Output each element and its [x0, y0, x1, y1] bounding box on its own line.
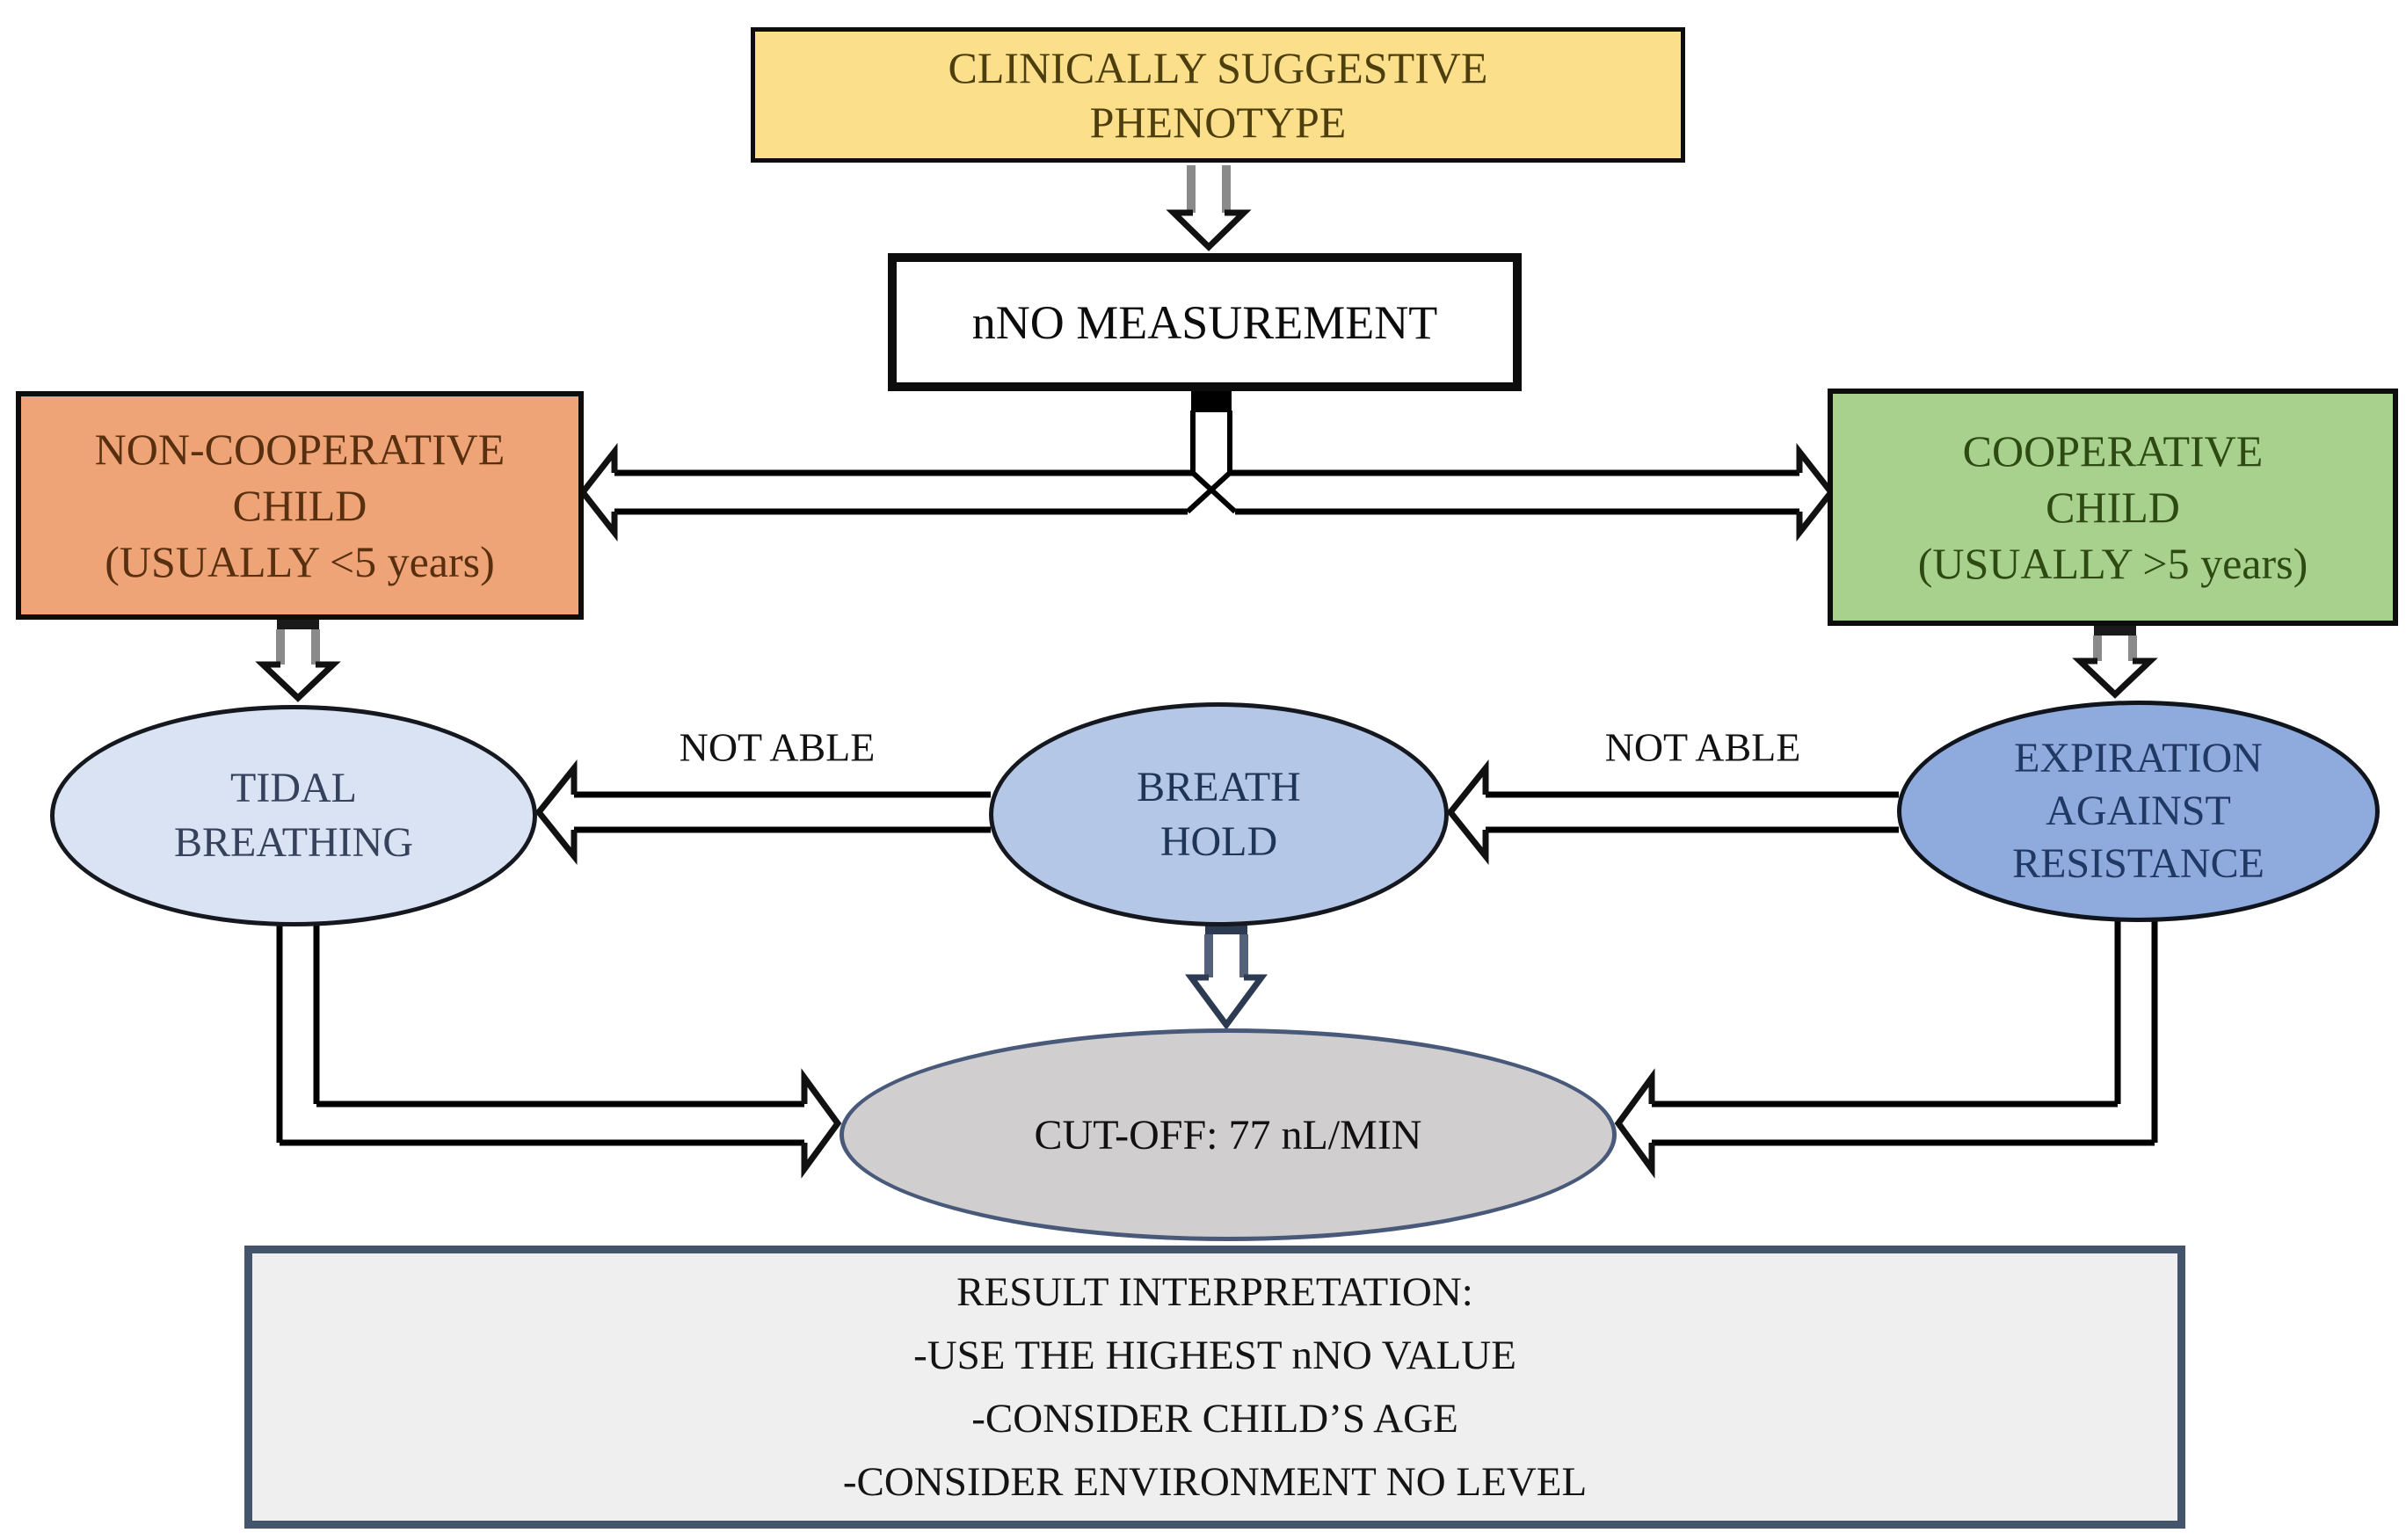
node-tidal-breathing: TIDAL BREATHING — [50, 705, 537, 926]
arrow-expiration-to-cutoff — [1614, 919, 2158, 1179]
arrow-breath-to-cutoff — [1185, 923, 1268, 1030]
arrow-breath-to-tidal — [534, 759, 991, 865]
node-cooperative-child: COOPERATIVE CHILD (USUALLY >5 years) — [1828, 389, 2398, 626]
node-breath-hold: BREATH HOLD — [989, 702, 1449, 926]
node-non-cooperative-child: NON-COOPERATIVE CHILD (USUALLY <5 years) — [16, 391, 584, 620]
edge-label-not-able-left: NOT ABLE — [679, 724, 876, 770]
node-nno-measurement: nNO MEASUREMENT — [888, 253, 1522, 391]
arrow-noncoop-to-tidal — [255, 618, 341, 702]
arrow-nno-split — [578, 389, 1835, 542]
arrow-phenotype-to-nno — [1166, 165, 1252, 251]
arrow-expiration-to-breath — [1446, 759, 1899, 865]
node-result-interpretation: RESULT INTERPRETATION: -USE THE HIGHEST … — [244, 1246, 2185, 1529]
node-expiration-against-resistance: EXPIRATION AGAINST RESISTANCE — [1897, 701, 2380, 922]
node-clinically-suggestive-phenotype: CLINICALLY SUGGESTIVE PHENOTYPE — [751, 27, 1685, 163]
arrow-tidal-to-cutoff — [276, 923, 842, 1179]
node-cutoff-value: CUT-OFF: 77 nL/MIN — [840, 1028, 1617, 1241]
edge-label-not-able-right: NOT ABLE — [1604, 724, 1801, 770]
arrow-coop-to-expiration — [2072, 624, 2158, 699]
